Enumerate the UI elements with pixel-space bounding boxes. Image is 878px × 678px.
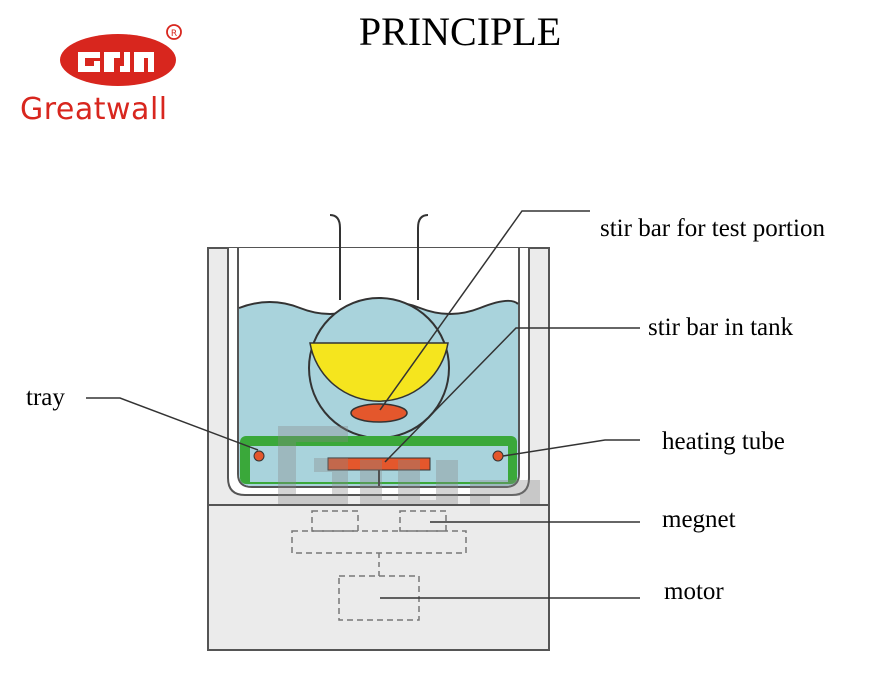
label-magnet: megnet [662, 506, 736, 533]
page-title: PRINCIPLE [358, 9, 562, 54]
magnet-left [311, 510, 359, 532]
registered-circle [166, 24, 182, 40]
registered-mark: R [171, 29, 177, 39]
lower-housing [207, 504, 550, 651]
label-motor: motor [664, 578, 724, 605]
label-tray: tray [26, 384, 65, 411]
logo-ellipse [60, 34, 176, 86]
leader-tray [86, 397, 259, 451]
flask-neck-right [417, 214, 429, 300]
leader-lines [86, 210, 640, 599]
stir-bar-test-portion [350, 403, 408, 423]
flask-neck-left [329, 214, 341, 300]
leader-heating-tube [502, 439, 640, 457]
brand-name: Greatwall [20, 92, 168, 127]
logo-g-mark [78, 52, 100, 72]
watermark-g [278, 426, 348, 510]
magnet-right [399, 510, 447, 532]
leader-stir-bar-test [379, 210, 590, 411]
flask-liquid [309, 342, 449, 402]
logo-w2-mark [134, 52, 154, 72]
watermark-w [360, 460, 458, 518]
logo-w-mark [104, 52, 130, 72]
label-heating-tube: heating tube [662, 428, 785, 455]
label-stir-bar-in-tank: stir bar in tank [648, 314, 794, 341]
heating-tube-left [253, 450, 265, 462]
heating-tube-right [492, 450, 504, 462]
greatwall-logo: R [60, 24, 182, 86]
label-stir-bar-test-portion: stir bar for test portion [600, 215, 825, 242]
leader-stir-bar-tank [384, 327, 640, 463]
